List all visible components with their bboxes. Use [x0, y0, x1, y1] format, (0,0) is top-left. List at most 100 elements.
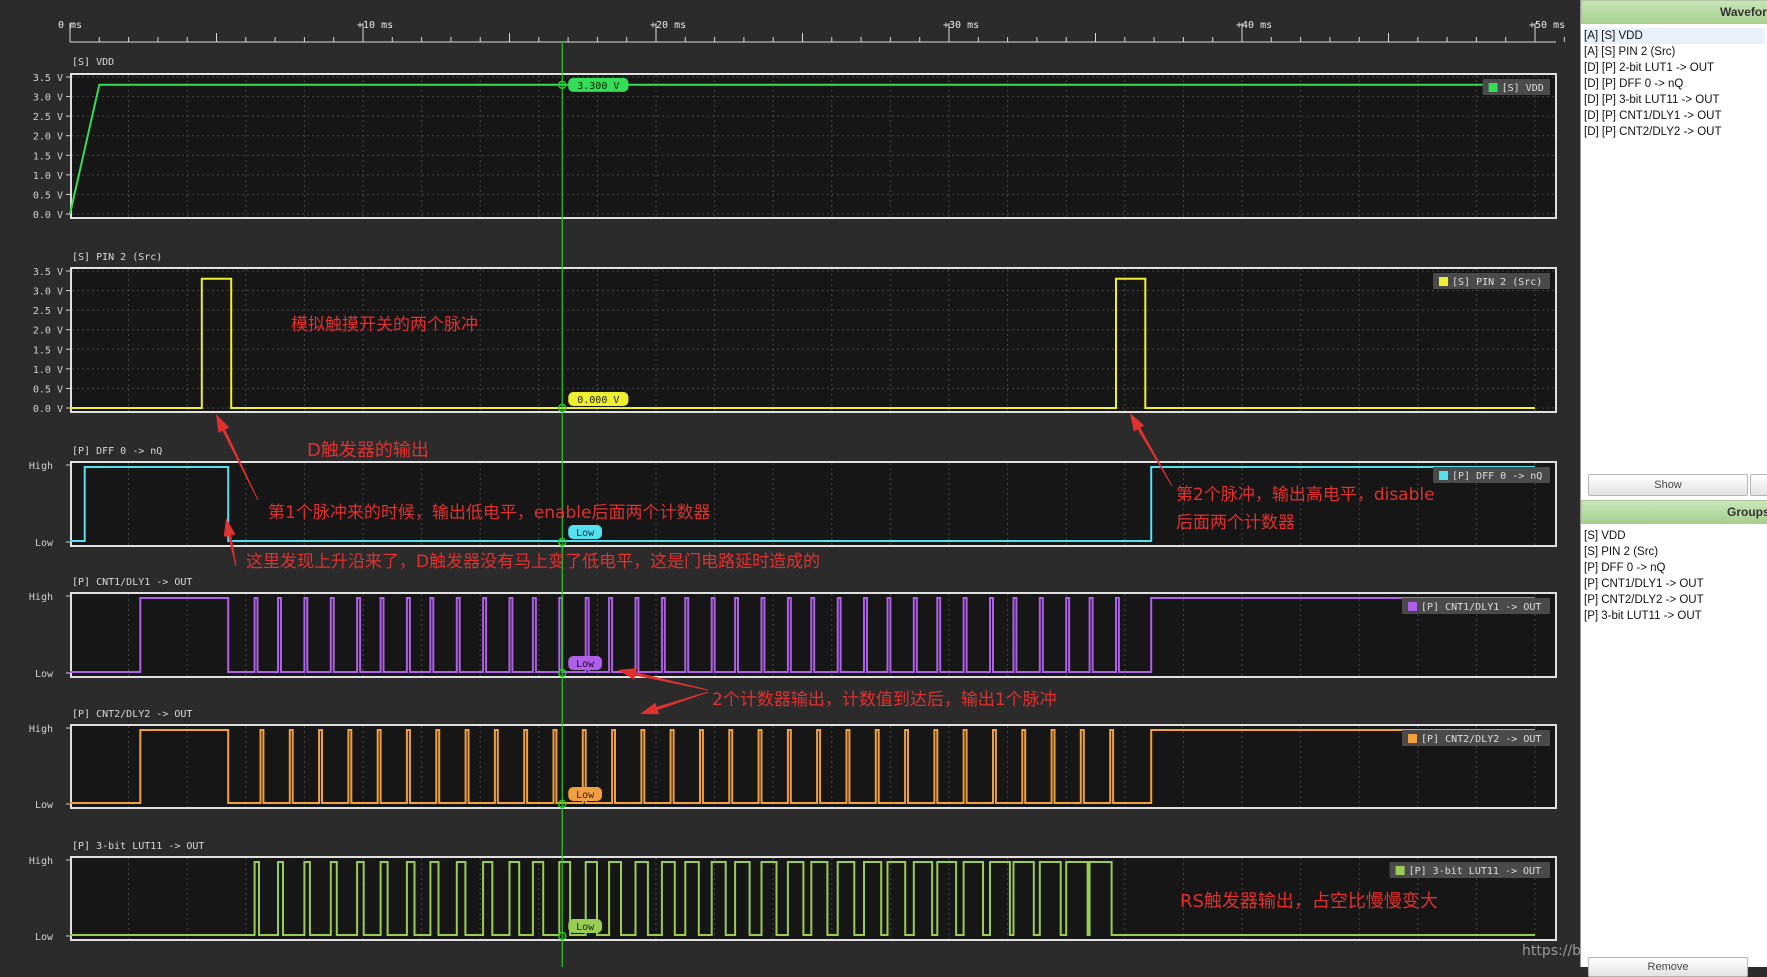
waveform-item[interactable]: [D] [P] CNT2/DLY2 -> OUT	[1584, 126, 1722, 138]
time-ruler[interactable]: 0 ms +10 ms +20 ms +30 ms +40 ms +50 ms	[58, 20, 1580, 43]
waveform-panels: [S] VDD 3.5 V 3.0 V 2.5 V 2.0 V 1.5 V 1.0 V 0.5…	[29, 57, 1557, 943]
y-tick-label: 2.0 V	[33, 132, 63, 143]
ruler-label: +30 ms	[943, 20, 979, 31]
y-tick-label: Low	[35, 800, 54, 811]
show-button[interactable]: Show	[1588, 474, 1748, 496]
waveforms-header: Waveforms	[1581, 0, 1767, 24]
cursor-value-tag	[568, 656, 603, 670]
cursor-value-text: 0.000 V	[577, 395, 619, 406]
legend-vdd[interactable]: [S] VDD	[1482, 79, 1550, 95]
cursor-value-tag	[568, 77, 629, 92]
y-tick-label: 1.0 V	[33, 365, 63, 376]
cursor-value-text: Low	[576, 659, 595, 670]
plot-area[interactable]	[70, 856, 1557, 941]
legend-swatch	[1439, 277, 1448, 286]
panel-title: [P] 3-bit LUT11 -> OUT	[72, 841, 204, 852]
legend-label: [P] DFF 0 -> nQ	[1452, 471, 1542, 482]
waveform-trace	[70, 861, 1535, 936]
waveform-item[interactable]: [D] [P] DFF 0 -> nQ	[1584, 78, 1684, 90]
remove-button[interactable]: Remove	[1588, 957, 1748, 977]
y-tick-label: Low	[35, 669, 54, 680]
legend-box[interactable]	[1482, 79, 1550, 95]
group-item[interactable]: [S] VDD	[1584, 530, 1626, 542]
cursor-value-tag	[568, 787, 603, 801]
annotation-dff-note: D触发器的输出	[307, 440, 429, 461]
waveform-item[interactable]: [D] [P] 2-bit LUT1 -> OUT	[1584, 62, 1715, 74]
waveform-item[interactable]: [A] [S] VDD	[1584, 28, 1765, 44]
legend-swatch	[1408, 734, 1417, 743]
y-tick-label: 0.5 V	[33, 384, 63, 395]
cursor-value-tag	[568, 919, 603, 933]
waveform-trace	[70, 597, 1535, 673]
annotation-second-pulse-note-1: 第2个脉冲，输出高电平，disable	[1176, 485, 1435, 505]
group-item[interactable]: [S] PIN 2 (Src)	[1584, 546, 1659, 558]
panel-title: [S] VDD	[72, 57, 114, 68]
annotation-first-pulse-note: 第1个脉冲来的时候，输出低电平，enable后面两个计数器	[268, 503, 710, 523]
legend-box[interactable]	[1433, 467, 1550, 483]
legend-dff[interactable]: [P] DFF 0 -> nQ	[1433, 467, 1550, 483]
legend-swatch	[1439, 471, 1448, 480]
waveform-item[interactable]: [D] [P] 3-bit LUT11 -> OUT	[1584, 94, 1720, 106]
legend-box[interactable]	[1402, 598, 1550, 614]
group-item[interactable]: [P] 3-bit LUT11 -> OUT	[1584, 610, 1702, 622]
y-tick-label: 2.5 V	[33, 112, 63, 123]
y-tick-label: 0.5 V	[33, 190, 63, 201]
group-item[interactable]: [P] CNT2/DLY2 -> OUT	[1584, 594, 1704, 606]
legend-box[interactable]	[1389, 862, 1550, 878]
legend-cnt1[interactable]: [P] CNT1/DLY1 -> OUT	[1402, 598, 1550, 614]
annotation-counter-note: 2个计数器输出，计数值到达后，输出1个脉冲	[712, 690, 1057, 710]
cursor-value-text: Low	[576, 790, 595, 801]
cursor-value-text: Low	[576, 922, 595, 933]
legend-box[interactable]	[1402, 730, 1550, 746]
waveform-item[interactable]: [A] [S] PIN 2 (Src)	[1584, 46, 1676, 58]
ruler-label: +20 ms	[650, 20, 686, 31]
waveform-trace	[70, 466, 1535, 542]
legend-box[interactable]	[1433, 273, 1550, 289]
ruler-label: 0 ms	[58, 20, 82, 31]
y-tick-label: 2.0 V	[33, 326, 63, 337]
waveform-canvas[interactable]: 0 ms +10 ms +20 ms +30 ms +40 ms +50 ms [S] V…	[0, 0, 1580, 967]
legend-cnt2[interactable]: [P] CNT2/DLY2 -> OUT	[1402, 730, 1550, 746]
y-tick-label: 1.5 V	[33, 345, 63, 356]
plot-area[interactable]	[70, 73, 1557, 219]
legend-swatch	[1408, 602, 1417, 611]
annotation-arrow	[216, 414, 259, 501]
cursor-value-tag	[568, 525, 603, 539]
cursor-value-text: 3.300 V	[577, 81, 619, 92]
right-sidebar: Waveforms [A] [S] VDD [A] [S] PIN 2 (Src)…	[1580, 0, 1767, 977]
hide-button[interactable]	[1750, 474, 1767, 496]
group-item[interactable]: [P] DFF 0 -> nQ	[1584, 562, 1666, 574]
y-tick-label: 3.5 V	[33, 73, 63, 84]
legend-label: [S] PIN 2 (Src)	[1452, 277, 1542, 288]
y-tick-label: High	[29, 856, 53, 867]
group-item[interactable]: [P] CNT1/DLY1 -> OUT	[1584, 578, 1704, 590]
y-tick-label: High	[29, 724, 53, 735]
y-tick-label: 0.0 V	[33, 210, 63, 221]
legend-label: [P] CNT1/DLY1 -> OUT	[1421, 602, 1541, 613]
ruler-label: +50 ms	[1529, 20, 1565, 31]
waveform-item[interactable]: [D] [P] CNT1/DLY1 -> OUT	[1584, 110, 1722, 122]
legend-pin2[interactable]: [S] PIN 2 (Src)	[1433, 273, 1550, 289]
plot-area[interactable]	[70, 461, 1557, 547]
legend-label: [P] CNT2/DLY2 -> OUT	[1421, 734, 1541, 745]
y-tick-label: 3.0 V	[33, 287, 63, 298]
y-tick-label: 3.0 V	[33, 93, 63, 104]
panel-pin2[interactable]: [S] PIN 2 (Src)3.5 V3.0 V2.5 V2.0 V1.5 V…	[33, 252, 1557, 415]
legend-lut[interactable]: [P] 3-bit LUT11 -> OUT	[1389, 862, 1550, 878]
y-tick-label: 0.0 V	[33, 404, 63, 415]
ruler-label: +40 ms	[1236, 20, 1272, 31]
annotation-arrow	[1130, 413, 1173, 487]
ruler-label: +10 ms	[357, 20, 393, 31]
waveform-trace	[70, 729, 1535, 804]
panel-title: [S] PIN 2 (Src)	[72, 252, 162, 263]
cursor-value-vdd: 3.300 V	[557, 77, 629, 92]
plot-area[interactable]	[70, 267, 1557, 413]
annotation-arrow	[640, 691, 709, 715]
plot-area[interactable]	[70, 724, 1557, 809]
legend-label: [P] 3-bit LUT11 -> OUT	[1409, 866, 1541, 877]
